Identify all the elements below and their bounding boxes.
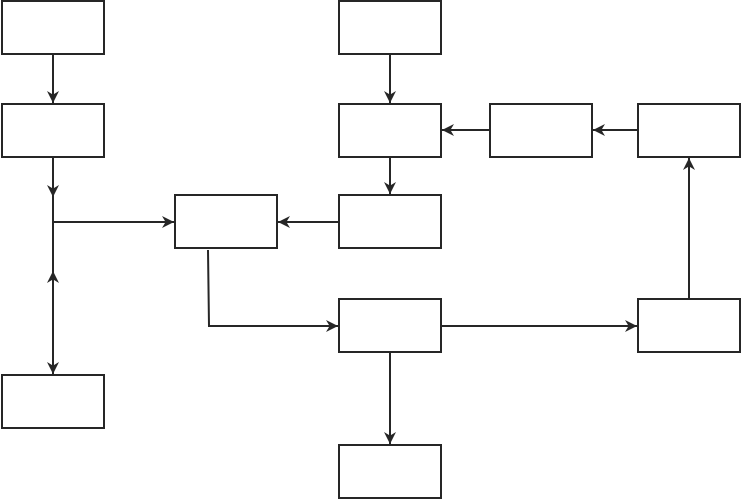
- box-d: [174, 194, 278, 249]
- box-j: [338, 298, 442, 353]
- box-h: [489, 103, 593, 158]
- box-f: [338, 0, 442, 55]
- box-l: [637, 298, 741, 353]
- box-i: [637, 103, 741, 158]
- box-c: [1, 374, 105, 429]
- edge-d-to-j: [207, 249, 338, 332]
- box-a: [1, 0, 105, 55]
- box-k: [338, 444, 442, 499]
- box-e-upper: [338, 194, 442, 249]
- box-g: [338, 103, 442, 158]
- box-b: [1, 103, 105, 158]
